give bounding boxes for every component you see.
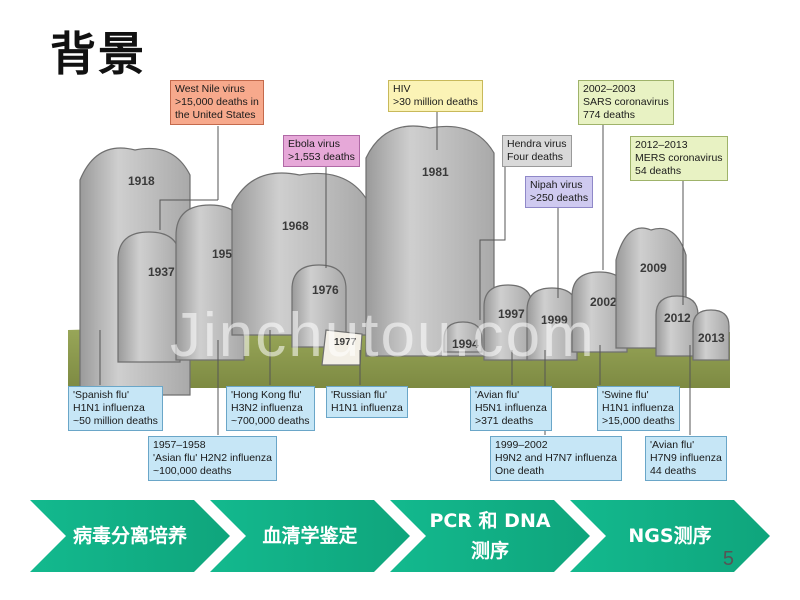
label-ebola: Ebola virus>1,553 deaths [283,135,360,167]
tombstone-year: 1918 [128,174,155,188]
tombstone: 1977 [321,329,363,366]
label-line: 2002–2003 [583,83,636,95]
label-line: H1N1 influenza [602,402,674,414]
label-line: ~700,000 deaths [231,415,310,427]
label-line: H1N1 influenza [73,402,145,414]
label-line: >30 million deaths [393,96,478,108]
label-line: H5N1 influenza [475,402,547,414]
step-serology: 血清学鉴定 [210,500,410,572]
label-line: 'Spanish flu' [73,389,129,401]
label-line: >371 deaths [475,415,534,427]
tombstone-year: 1997 [498,307,525,321]
label-hong-kong-flu: 'Hong Kong flu'H3N2 influenza~700,000 de… [226,386,315,431]
label-line: SARS coronavirus [583,96,669,108]
label-line: Hendra virus [507,138,567,150]
tombstone: 1976 [291,264,347,348]
label-line: H9N2 and H7N7 influenza [495,452,617,464]
label-hiv: HIV>30 million deaths [388,80,483,112]
label-line: One death [495,465,545,477]
step-ngs-sequencing: NGS测序 [570,500,770,572]
connector-lines [99,110,691,435]
tombstone-year: 1976 [312,283,339,297]
tombstone: 1937 [117,231,181,363]
label-line: 'Russian flu' [331,389,387,401]
label-line: >1,553 deaths [288,151,355,163]
label-line: 44 deaths [650,465,697,477]
label-line: HIV [393,83,411,95]
label-line: H3N2 influenza [231,402,303,414]
label-line: West Nile virus [175,83,245,95]
page-title: 背景 [50,27,146,81]
label-line: 'Avian flu' [475,389,520,401]
tombstone-year: 1981 [422,165,449,179]
tombstone: 2013 [692,309,730,361]
tombstone-year: 1937 [148,265,175,279]
label-russian-flu: 'Russian flu'H1N1 influenza [326,386,408,418]
label-line: ~100,000 deaths [153,465,232,477]
workflow-arrows: 病毒分离培养 血清学鉴定 PCR 和 DNA测序 NGS测序 [30,500,770,572]
label-line: >15,000 deaths [602,415,675,427]
step-pcr-dna-sequencing: PCR 和 DNA测序 [390,500,590,572]
tombstone-year: 2013 [698,331,725,345]
label-nipah: Nipah virus>250 deaths [525,176,594,208]
label-line: 'Asian flu' H2N2 influenza [153,452,272,464]
label-line: MERS coronavirus [635,152,723,164]
label-line: 'Avian flu' [650,439,695,451]
label-swine-flu: 'Swine flu'H1N1 influenza>15,000 deaths [597,386,680,431]
tombstone: 1994 [443,321,483,353]
tombstone-year: 2012 [664,311,691,325]
tombstone-year: 1968 [282,219,309,233]
label-line: 1957–1958 [153,439,206,451]
label-line: >250 deaths [530,192,589,204]
tombstone-year: 2002 [590,295,617,309]
label-spanish-flu: 'Spanish flu'H1N1 influenza~50 million d… [68,386,163,431]
label-avian-flu-1997: 'Avian flu'H5N1 influenza>371 deaths [470,386,552,431]
label-line: 54 deaths [635,165,682,177]
tombstone: 1981 [365,125,495,357]
tombstone-year: 2009 [640,261,667,275]
label-line: H7N9 influenza [650,452,722,464]
label-line: 2012–2013 [635,139,688,151]
label-line: 1999–2002 [495,439,548,451]
page-number: 5 [722,548,734,570]
label-line: the United States [175,109,256,121]
tombstone: 1999 [526,287,578,361]
label-line: 'Swine flu' [602,389,649,401]
step-virus-culture: 病毒分离培养 [30,500,230,572]
tombstone-year: 1977 [334,337,357,348]
label-line: >15,000 deaths in [175,96,259,108]
label-line: Four deaths [507,151,564,163]
label-line: Ebola virus [288,138,340,150]
label-asian-flu: 1957–1958'Asian flu' H2N2 influenza~100,… [148,436,277,481]
label-line: H1N1 influenza [331,402,403,414]
tombstone-year: 1994 [452,337,479,351]
tombstone: 1997 [483,284,533,361]
label-line: Nipah virus [530,179,583,191]
tombstone: 2012 [655,295,699,357]
label-line: 'Hong Kong flu' [231,389,302,401]
tombstone-year: 1999 [541,313,568,327]
label-line: ~50 million deaths [73,415,158,427]
label-line: 774 deaths [583,109,635,121]
